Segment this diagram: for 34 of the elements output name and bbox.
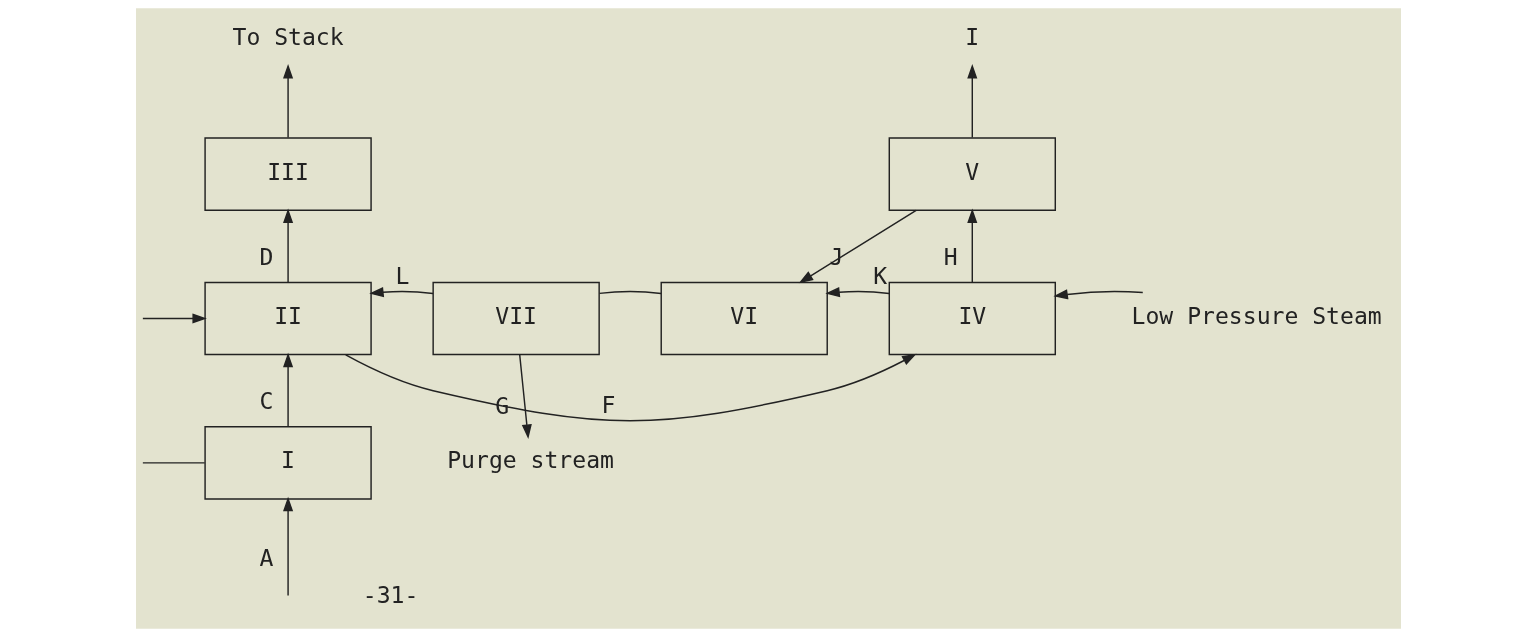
edge-label: D	[258, 243, 273, 270]
node-text: Low Pressure Steam	[1131, 302, 1382, 329]
label: -31-	[362, 581, 418, 608]
arrow	[966, 64, 977, 139]
node-box: III	[203, 137, 372, 211]
node-text: I	[964, 24, 979, 51]
arrow	[282, 208, 293, 283]
node-box: IV	[888, 281, 1056, 356]
edge-label: L	[395, 262, 409, 289]
arrow	[282, 496, 293, 597]
node-text: To Stack	[232, 24, 344, 51]
node-box: VII	[431, 281, 600, 356]
edge-label: K	[872, 262, 887, 289]
arrow	[344, 353, 917, 422]
node-box: II	[203, 281, 372, 356]
arrow	[282, 64, 293, 139]
arrow	[282, 352, 293, 428]
arrow	[141, 313, 207, 324]
arrow	[966, 208, 977, 283]
edge-label: A	[258, 545, 273, 572]
arrow	[824, 287, 890, 298]
arrow	[1052, 289, 1143, 300]
edge-label: H	[943, 243, 958, 270]
node-box: VI	[660, 281, 828, 356]
arrow	[518, 354, 532, 439]
node-text: Purge stream	[446, 447, 614, 474]
edge-label: F	[601, 392, 615, 419]
node-box: V	[888, 137, 1056, 211]
arrow	[368, 287, 434, 298]
connector	[141, 462, 205, 464]
connector	[598, 290, 662, 295]
node-box: I	[203, 426, 372, 500]
edge-label: C	[258, 387, 273, 414]
arrow	[798, 209, 917, 284]
